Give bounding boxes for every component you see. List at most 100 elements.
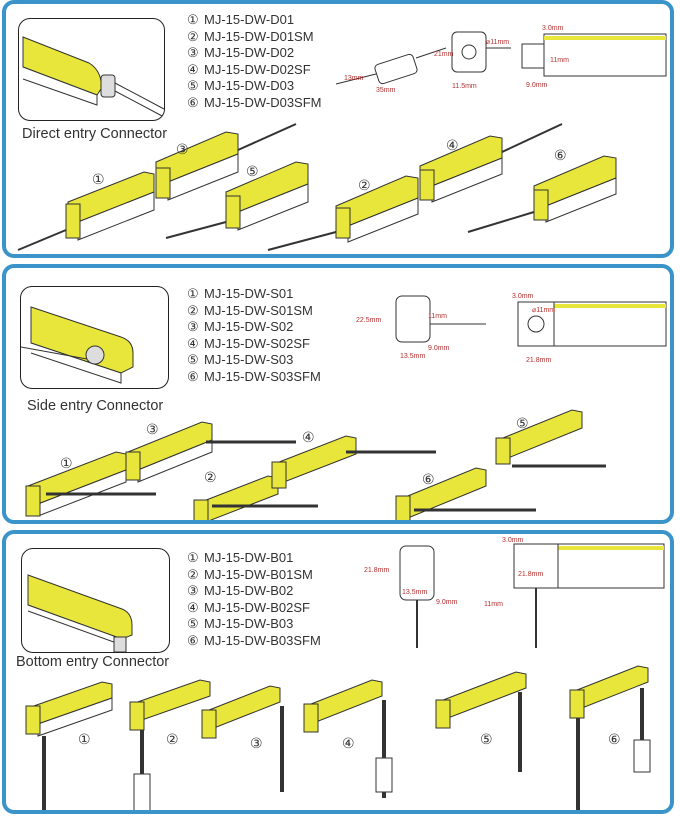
profile-view: 3.0mm ⌀11mm 21.8mm	[512, 293, 667, 364]
product-number: ②	[204, 470, 217, 486]
product-1: ①	[17, 171, 155, 251]
product-number: ①	[78, 732, 91, 748]
section-caption: Direct entry Connector	[22, 126, 168, 142]
dim-label: 22.5mm	[356, 317, 381, 324]
dim-label: 3.0mm	[512, 293, 534, 300]
dim-label: 11mm	[484, 601, 503, 608]
product-4: ④	[419, 123, 563, 203]
product-3: ③	[155, 123, 297, 201]
direct-entry-thumbnail	[18, 18, 165, 121]
dim-label: 13.5mm	[400, 353, 425, 360]
product-6: ⑥	[395, 467, 536, 520]
product-number: ④	[446, 138, 459, 154]
product-number: ③	[146, 422, 159, 438]
connector-side-view: 22.5mm 11mm 9.0mm 13.5mm	[356, 295, 486, 360]
bottom-product-illustrations: ① ② ③ ④ ⑤	[25, 665, 651, 810]
product-number: ④	[342, 736, 355, 752]
product-4: ④	[303, 679, 393, 798]
dim-label: 21.8mm	[518, 571, 543, 578]
product-5: ⑤	[495, 409, 606, 468]
profile-view: 3.0mm 21.8mm 11mm	[484, 537, 665, 648]
product-2: ②	[193, 470, 318, 520]
dim-label: 11.5mm	[452, 83, 477, 90]
product-3: ③	[125, 421, 296, 483]
dim-label: 21.8mm	[364, 567, 389, 574]
direct-product-illustrations: ① ③ ⑤ ② ④	[17, 123, 617, 251]
dim-label: 9.0mm	[436, 599, 458, 606]
dim-label: 9.0mm	[428, 345, 450, 352]
product-number: ⑤	[480, 732, 493, 748]
product-number: ⑤	[246, 164, 259, 180]
section-caption: Bottom entry Connector	[16, 654, 170, 670]
dim-label: ⌀11mm	[532, 307, 555, 314]
bottom-entry-thumbnail	[21, 548, 170, 653]
product-5: ⑤	[435, 671, 527, 772]
bottom-entry-sketch	[27, 574, 133, 652]
product-number: ⑥	[422, 472, 435, 488]
product-2: ②	[129, 679, 211, 810]
product-5: ⑤	[165, 161, 309, 239]
product-number: ④	[302, 430, 315, 446]
dim-label: 21mm	[434, 51, 454, 58]
dim-label: 13.5mm	[402, 589, 427, 596]
dim-label: ⌀11mm	[486, 39, 509, 46]
product-number: ⑥	[554, 148, 567, 164]
dim-label: 11mm	[550, 57, 569, 64]
direct-entry-sketch	[22, 36, 164, 118]
dim-label: 21.8mm	[526, 357, 551, 364]
product-6: ⑥	[569, 665, 651, 810]
side-entry-thumbnail	[20, 286, 169, 389]
dim-label: 13mm	[344, 75, 364, 82]
product-number: ①	[60, 456, 73, 472]
dim-label: 3.0mm	[542, 25, 564, 32]
product-number: ③	[176, 142, 189, 158]
dim-label: 9.0mm	[526, 82, 548, 89]
product-number: ②	[166, 732, 179, 748]
profile-view: 3.0mm 11mm 9.0mm	[521, 25, 667, 89]
product-number: ②	[358, 178, 371, 194]
product-3: ③	[201, 685, 284, 792]
direct-dimension-drawing: 13mm 35mm 21mm 11.5mm ⌀11mm 3.0mm 11mm 9…	[335, 25, 667, 94]
dim-label: 35mm	[376, 87, 396, 94]
product-number: ①	[92, 172, 105, 188]
product-2: ②	[267, 175, 419, 251]
product-1: ①	[25, 451, 156, 517]
connector-side-view: 13mm 35mm	[335, 47, 447, 94]
side-dimension-drawing: 22.5mm 11mm 9.0mm 13.5mm 3.0mm ⌀11mm 21.…	[356, 293, 667, 364]
side-product-illustrations: ① ③ ② ④ ⑤	[25, 409, 606, 520]
section-caption: Side entry Connector	[27, 398, 164, 414]
dim-label: 3.0mm	[502, 537, 524, 544]
product-6: ⑥	[467, 148, 617, 233]
product-number: ⑥	[608, 732, 621, 748]
side-entry-sketch	[21, 306, 134, 384]
connector-end-view: 21mm 11.5mm ⌀11mm	[434, 31, 511, 90]
dim-label: 11mm	[428, 313, 447, 320]
product-number: ③	[250, 736, 263, 752]
product-1: ①	[25, 681, 113, 810]
product-4: ④	[271, 430, 436, 489]
product-number: ⑤	[516, 416, 529, 432]
